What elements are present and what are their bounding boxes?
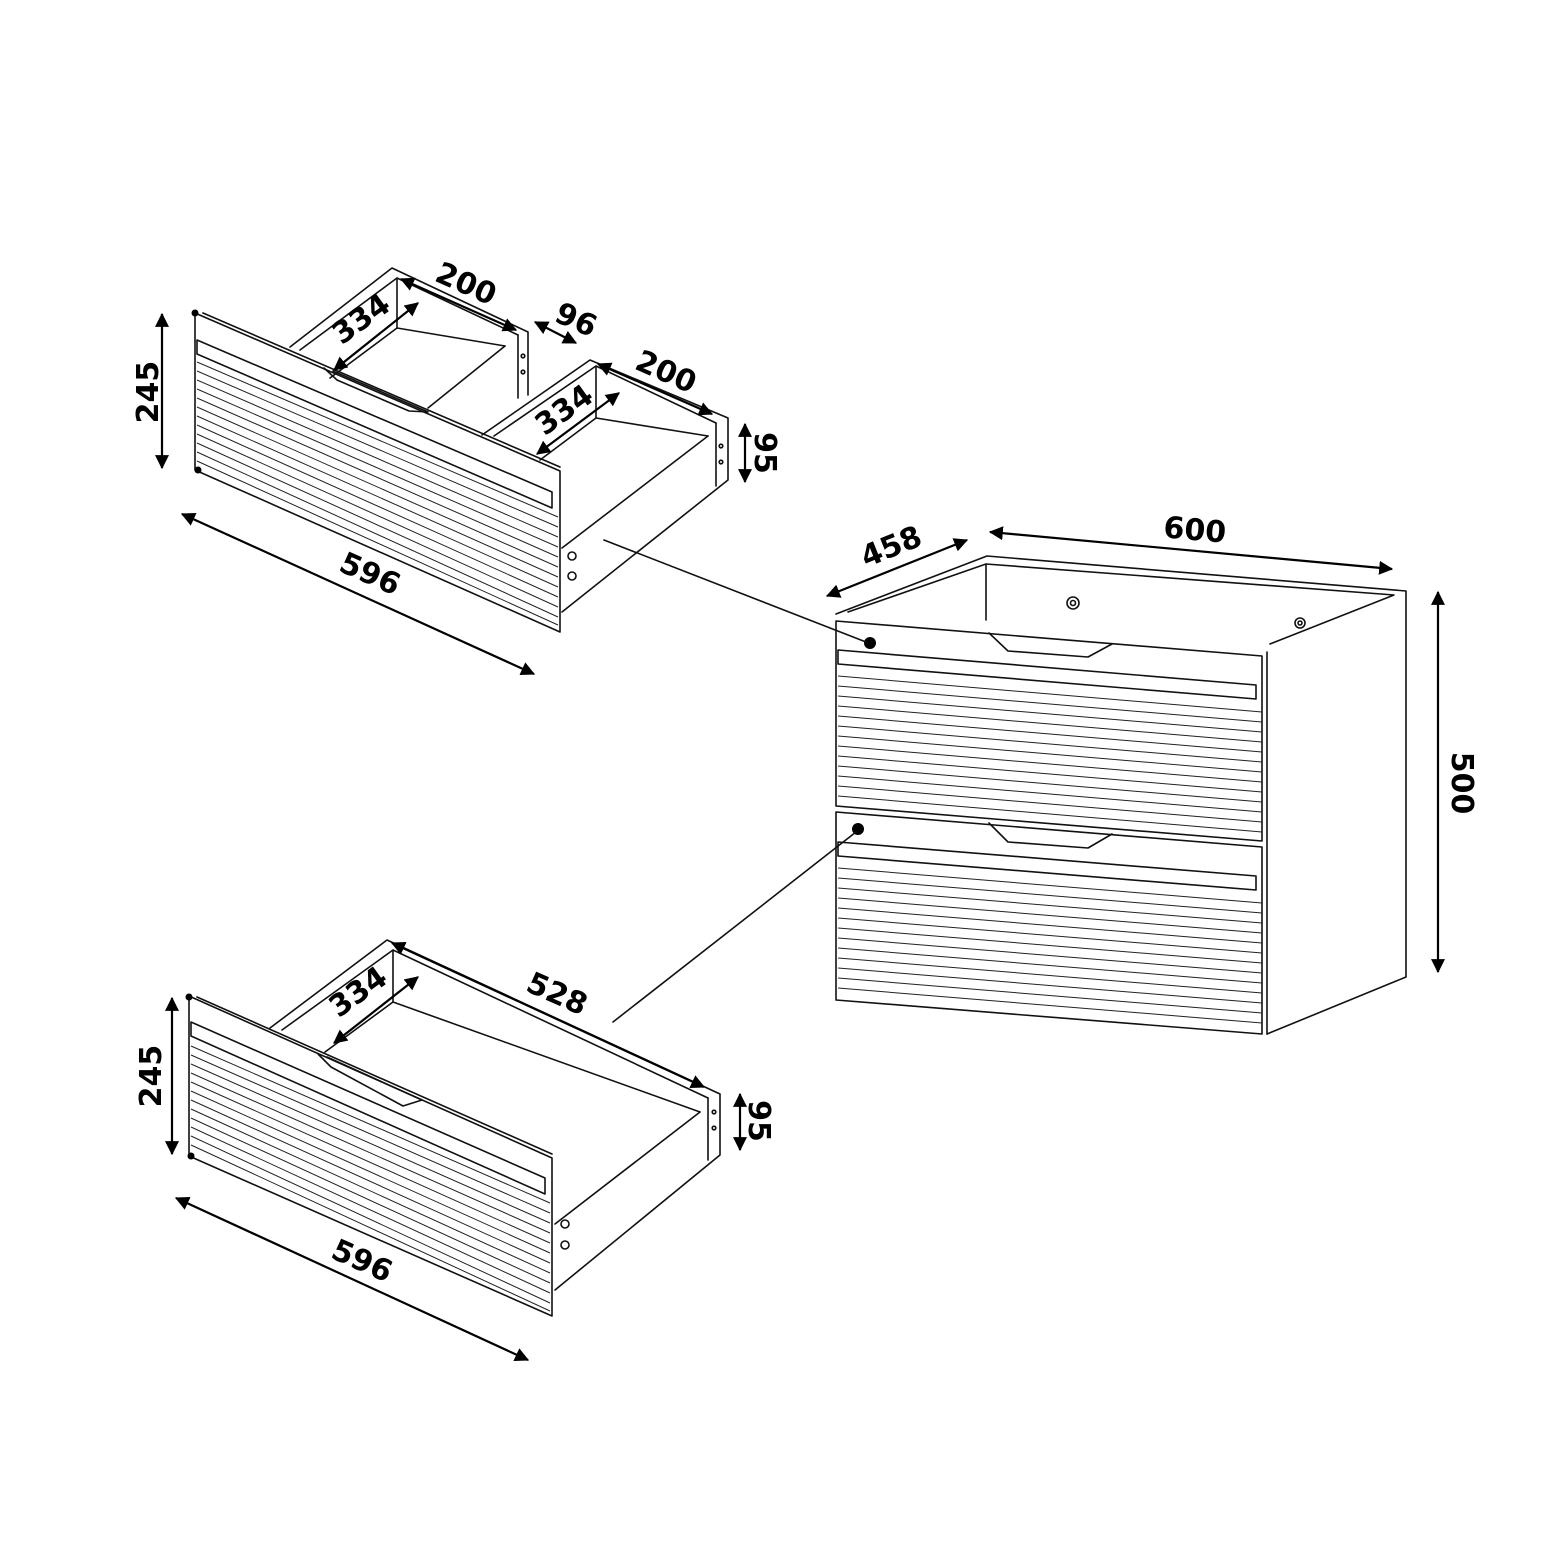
upper-right-compartment-width-arrow	[596, 362, 714, 416]
lower-drawer-inner-depth-label: 334	[323, 960, 394, 1025]
cabinet-depth-label: 458	[856, 519, 927, 575]
cabinet-height-label: 500	[1444, 752, 1479, 815]
upper-left-compartment-depth-arrow	[333, 302, 419, 371]
cabinet: 600 458 500	[603, 510, 1479, 1035]
upper-drawer-width-label: 596	[334, 546, 405, 603]
upper-drawer: 245 596 200 334 96 200 334 95	[131, 256, 782, 676]
upper-drawer-front	[194, 312, 561, 633]
lower-drawer-handle	[317, 1053, 423, 1107]
lower-drawer-width-label: 596	[326, 1233, 397, 1290]
upper-drawer-corner-dot	[191, 309, 199, 317]
cabinet-upper-front	[835, 620, 1263, 842]
upper-drawer-height-label: 245	[131, 361, 166, 424]
compartment-gap-label: 96	[550, 296, 602, 345]
upper-drawer-handle	[323, 367, 429, 413]
cabinet-lower-front	[835, 811, 1263, 1035]
lower-drawer-corner-dot	[185, 993, 193, 1001]
cabinet-width-label: 600	[1162, 510, 1227, 550]
lower-drawer-front	[188, 995, 553, 1317]
upper-left-compartment-width-arrow	[399, 277, 518, 332]
upper-drawer-link-dot	[864, 637, 876, 649]
upper-right-compartment-depth-arrow	[536, 392, 620, 455]
lower-drawer-leader-line	[612, 831, 857, 1023]
upper-drawer-leader-line	[603, 539, 867, 643]
cabinet-upper-slats	[837, 675, 1263, 833]
upper-drawer-width-arrow	[180, 512, 536, 676]
cabinet-width-arrow	[988, 526, 1394, 575]
lower-drawer-inner-depth-arrow	[333, 976, 419, 1044]
lower-drawer-height-label: 245	[134, 1045, 169, 1108]
lower-drawer: 245 596 528 334 95	[134, 939, 776, 1361]
lower-drawer-corner-dot	[187, 1152, 195, 1160]
upper-drawer-side-height-label: 95	[747, 432, 782, 474]
cabinet-lower-slats	[837, 867, 1263, 1024]
lower-drawer-inner-length-arrow	[390, 942, 706, 1088]
upper-drawer-corner-dot	[194, 466, 202, 474]
lower-drawer-side-height-label: 95	[741, 1100, 776, 1142]
upper-left-compartment-depth-label: 334	[326, 287, 397, 352]
upper-left-compartment-width-label: 200	[430, 256, 501, 313]
cabinet-lower-handle	[988, 822, 1113, 849]
cabinet-upper-handle	[988, 632, 1113, 658]
cabinet-depth-arrow	[825, 538, 969, 598]
compartment-gap-arrow	[533, 321, 578, 344]
lower-drawer-width-arrow	[174, 1197, 530, 1361]
